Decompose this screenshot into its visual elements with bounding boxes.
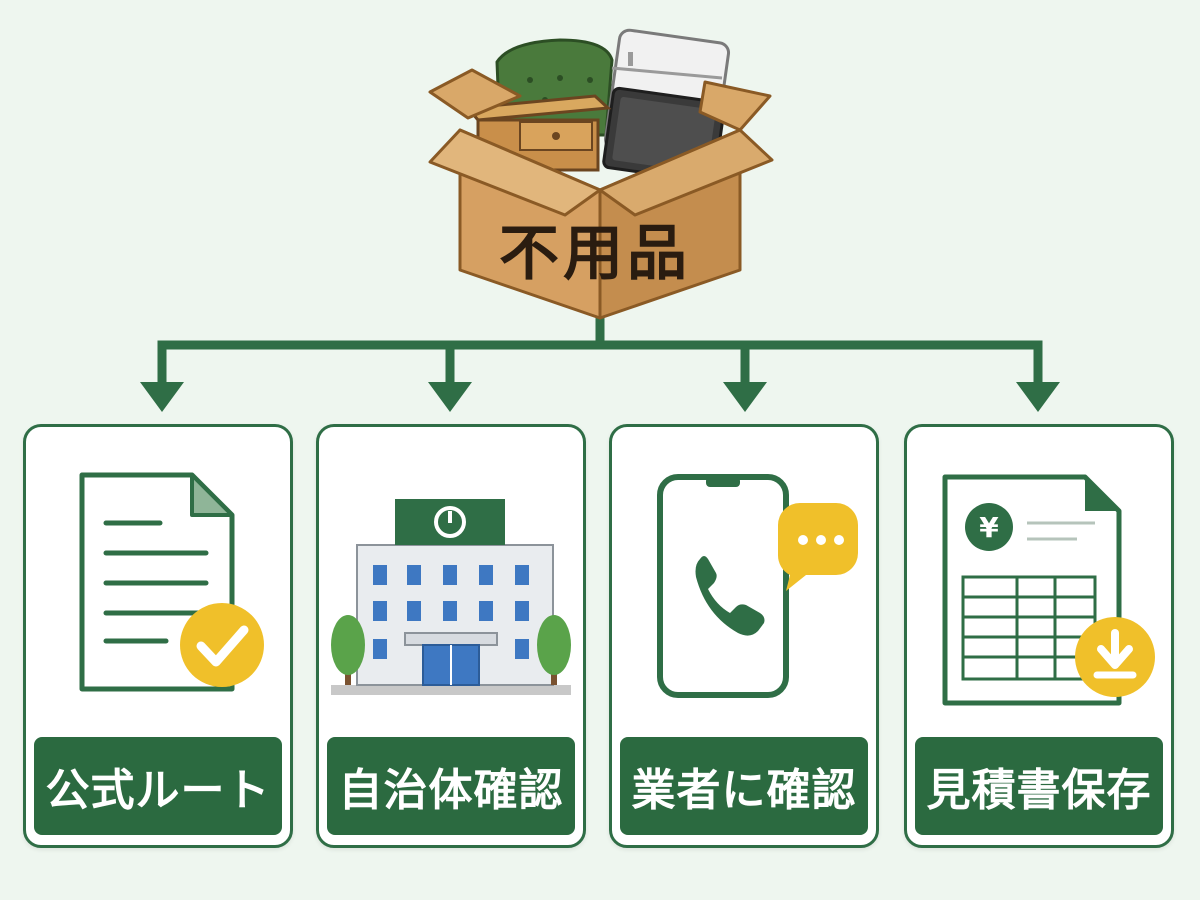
- step-label: 自治体確認: [327, 737, 575, 835]
- arrow-head-4: [1016, 382, 1060, 412]
- tree-icon: [331, 615, 571, 685]
- yen-symbol: ¥: [979, 511, 999, 544]
- document-check-icon: [79, 472, 264, 692]
- box-label: 不用品: [499, 218, 691, 289]
- phone-chat-icon: [657, 474, 858, 698]
- step-label: 業者に確認: [620, 737, 868, 835]
- step-card-vendor-check: 業者に確認: [609, 424, 879, 848]
- arrow-head-1: [140, 382, 184, 412]
- hero-illustration: [140, 28, 1060, 412]
- step-label: 見積書保存: [915, 737, 1163, 835]
- connector-arrows: [157, 295, 1043, 390]
- step-card-municipal-check: 自治体確認: [316, 424, 586, 848]
- cardboard-box-icon: [428, 68, 774, 320]
- arrow-head-3: [723, 382, 767, 412]
- estimate-download-icon: ¥: [942, 474, 1155, 706]
- arrow-head-2: [428, 382, 472, 412]
- city-hall-icon: [331, 499, 571, 695]
- step-card-official-route: 公式ルート: [23, 424, 293, 848]
- step-card-save-estimate: ¥ 見積書保存: [904, 424, 1174, 848]
- step-label: 公式ルート: [34, 737, 282, 835]
